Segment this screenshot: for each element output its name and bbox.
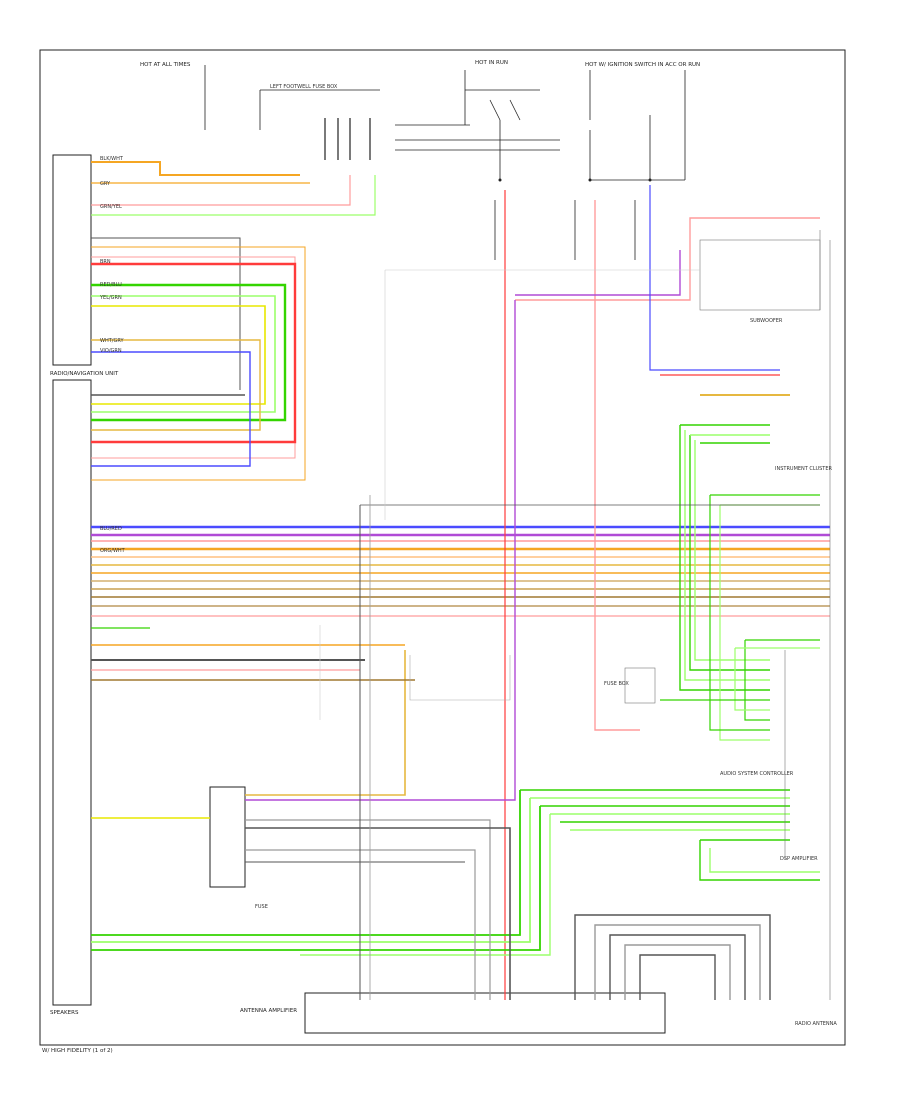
- connector-label: ORG/WHT: [100, 548, 126, 554]
- right-mid-label: INSTRUMENT CLUSTER: [775, 466, 833, 472]
- header-sublabel: LEFT FOOTWELL FUSE BOX: [270, 84, 338, 90]
- connector-label: BLU/RED: [100, 526, 122, 532]
- center-relay-label: FUSE: [255, 904, 268, 910]
- connector-label: YEL/GRN: [99, 295, 122, 301]
- header-label-1: HOT AT ALL TIMES: [140, 62, 191, 68]
- top-fuse-structure: [204, 65, 686, 260]
- left-module: [52, 154, 92, 366]
- connector-label: RED/BLU: [100, 282, 122, 288]
- header-label-2: HOT IN RUN: [475, 60, 508, 66]
- connector-label: BLK/WHT: [100, 156, 124, 162]
- right-top-box: [699, 239, 821, 311]
- right-top-label: SUBWOOFER: [750, 318, 783, 324]
- small-fuse-box: [624, 667, 656, 704]
- small-fuse-label: FUSE BOX: [604, 681, 629, 687]
- right-bottom-a-label: DSP AMPLIFIER: [780, 856, 818, 862]
- diagram-frame: [39, 49, 846, 1046]
- connector-label: GRY: [100, 181, 111, 187]
- connector-label: GRN/YEL: [100, 204, 122, 210]
- connector-labels: BLK/WHT GRY GRN/YEL BRN RED/BLU YEL/GRN …: [99, 156, 126, 554]
- bottom-center-module: [304, 992, 666, 1034]
- wires: [91, 161, 831, 1000]
- right-lower-label: AUDIO SYSTEM CONTROLLER: [720, 771, 794, 777]
- footer-label: W/ HIGH FIDELITY (1 of 2): [42, 1048, 113, 1054]
- connector-label: WHT/GRY: [100, 338, 124, 344]
- left-module-lower: [52, 379, 92, 1006]
- left-module-label: RADIO/NAVIGATION UNIT: [50, 371, 119, 377]
- bottom-center-label: ANTENNA AMPLIFIER: [240, 1008, 297, 1014]
- bottom-left-label: SPEAKERS: [50, 1010, 79, 1016]
- center-relay-box: [209, 786, 246, 888]
- right-bottom-b-label: RADIO ANTENNA: [795, 1021, 837, 1027]
- connector-label: VIO/GRN: [100, 348, 122, 354]
- header-label-3: HOT W/ IGNITION SWITCH IN ACC OR RUN: [585, 62, 700, 68]
- connector-label: BRN: [100, 259, 111, 265]
